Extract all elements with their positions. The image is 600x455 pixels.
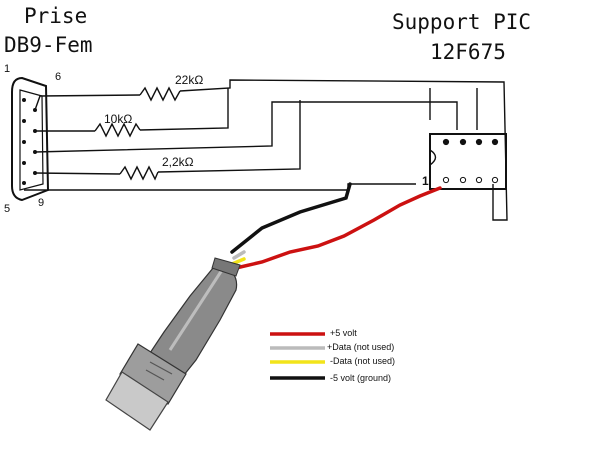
db9-pin1-label: 1 (4, 63, 11, 75)
pic-title-line1: Support PIC (392, 10, 532, 34)
pic-socket (429, 133, 507, 190)
resistor-zigzags (94, 86, 181, 181)
pic-title-line2: 12F675 (430, 40, 506, 64)
resistor-2-2k-label: 2,2kΩ (162, 155, 194, 169)
connector-title-line1: Prise (24, 4, 88, 28)
usb-plug (105, 343, 187, 431)
pic-pins (442, 138, 499, 184)
db9-pin9-label: 9 (38, 197, 45, 209)
legend-label-ground: -5 volt (ground) (330, 373, 392, 383)
resistor-22k-label: 22kΩ (175, 73, 204, 87)
legend-lines (270, 332, 325, 380)
legend-label-plusdata: +Data (not used) (327, 342, 395, 352)
legend-label-plus5: +5 volt (330, 328, 357, 338)
pic-pin1-label: 1 (422, 174, 429, 188)
resistor-10k-label: 10kΩ (104, 112, 133, 126)
db9-pin6-label: 6 (55, 71, 62, 83)
connector-title-line2: DB9-Fem (4, 33, 93, 57)
db9-connector (11, 76, 50, 202)
db9-pin5-label: 5 (4, 203, 11, 215)
db9-pins (22, 98, 37, 185)
db9-wires (24, 79, 508, 221)
legend-label-minusdata: -Data (not used) (330, 356, 396, 366)
usb-wires (230, 182, 442, 270)
